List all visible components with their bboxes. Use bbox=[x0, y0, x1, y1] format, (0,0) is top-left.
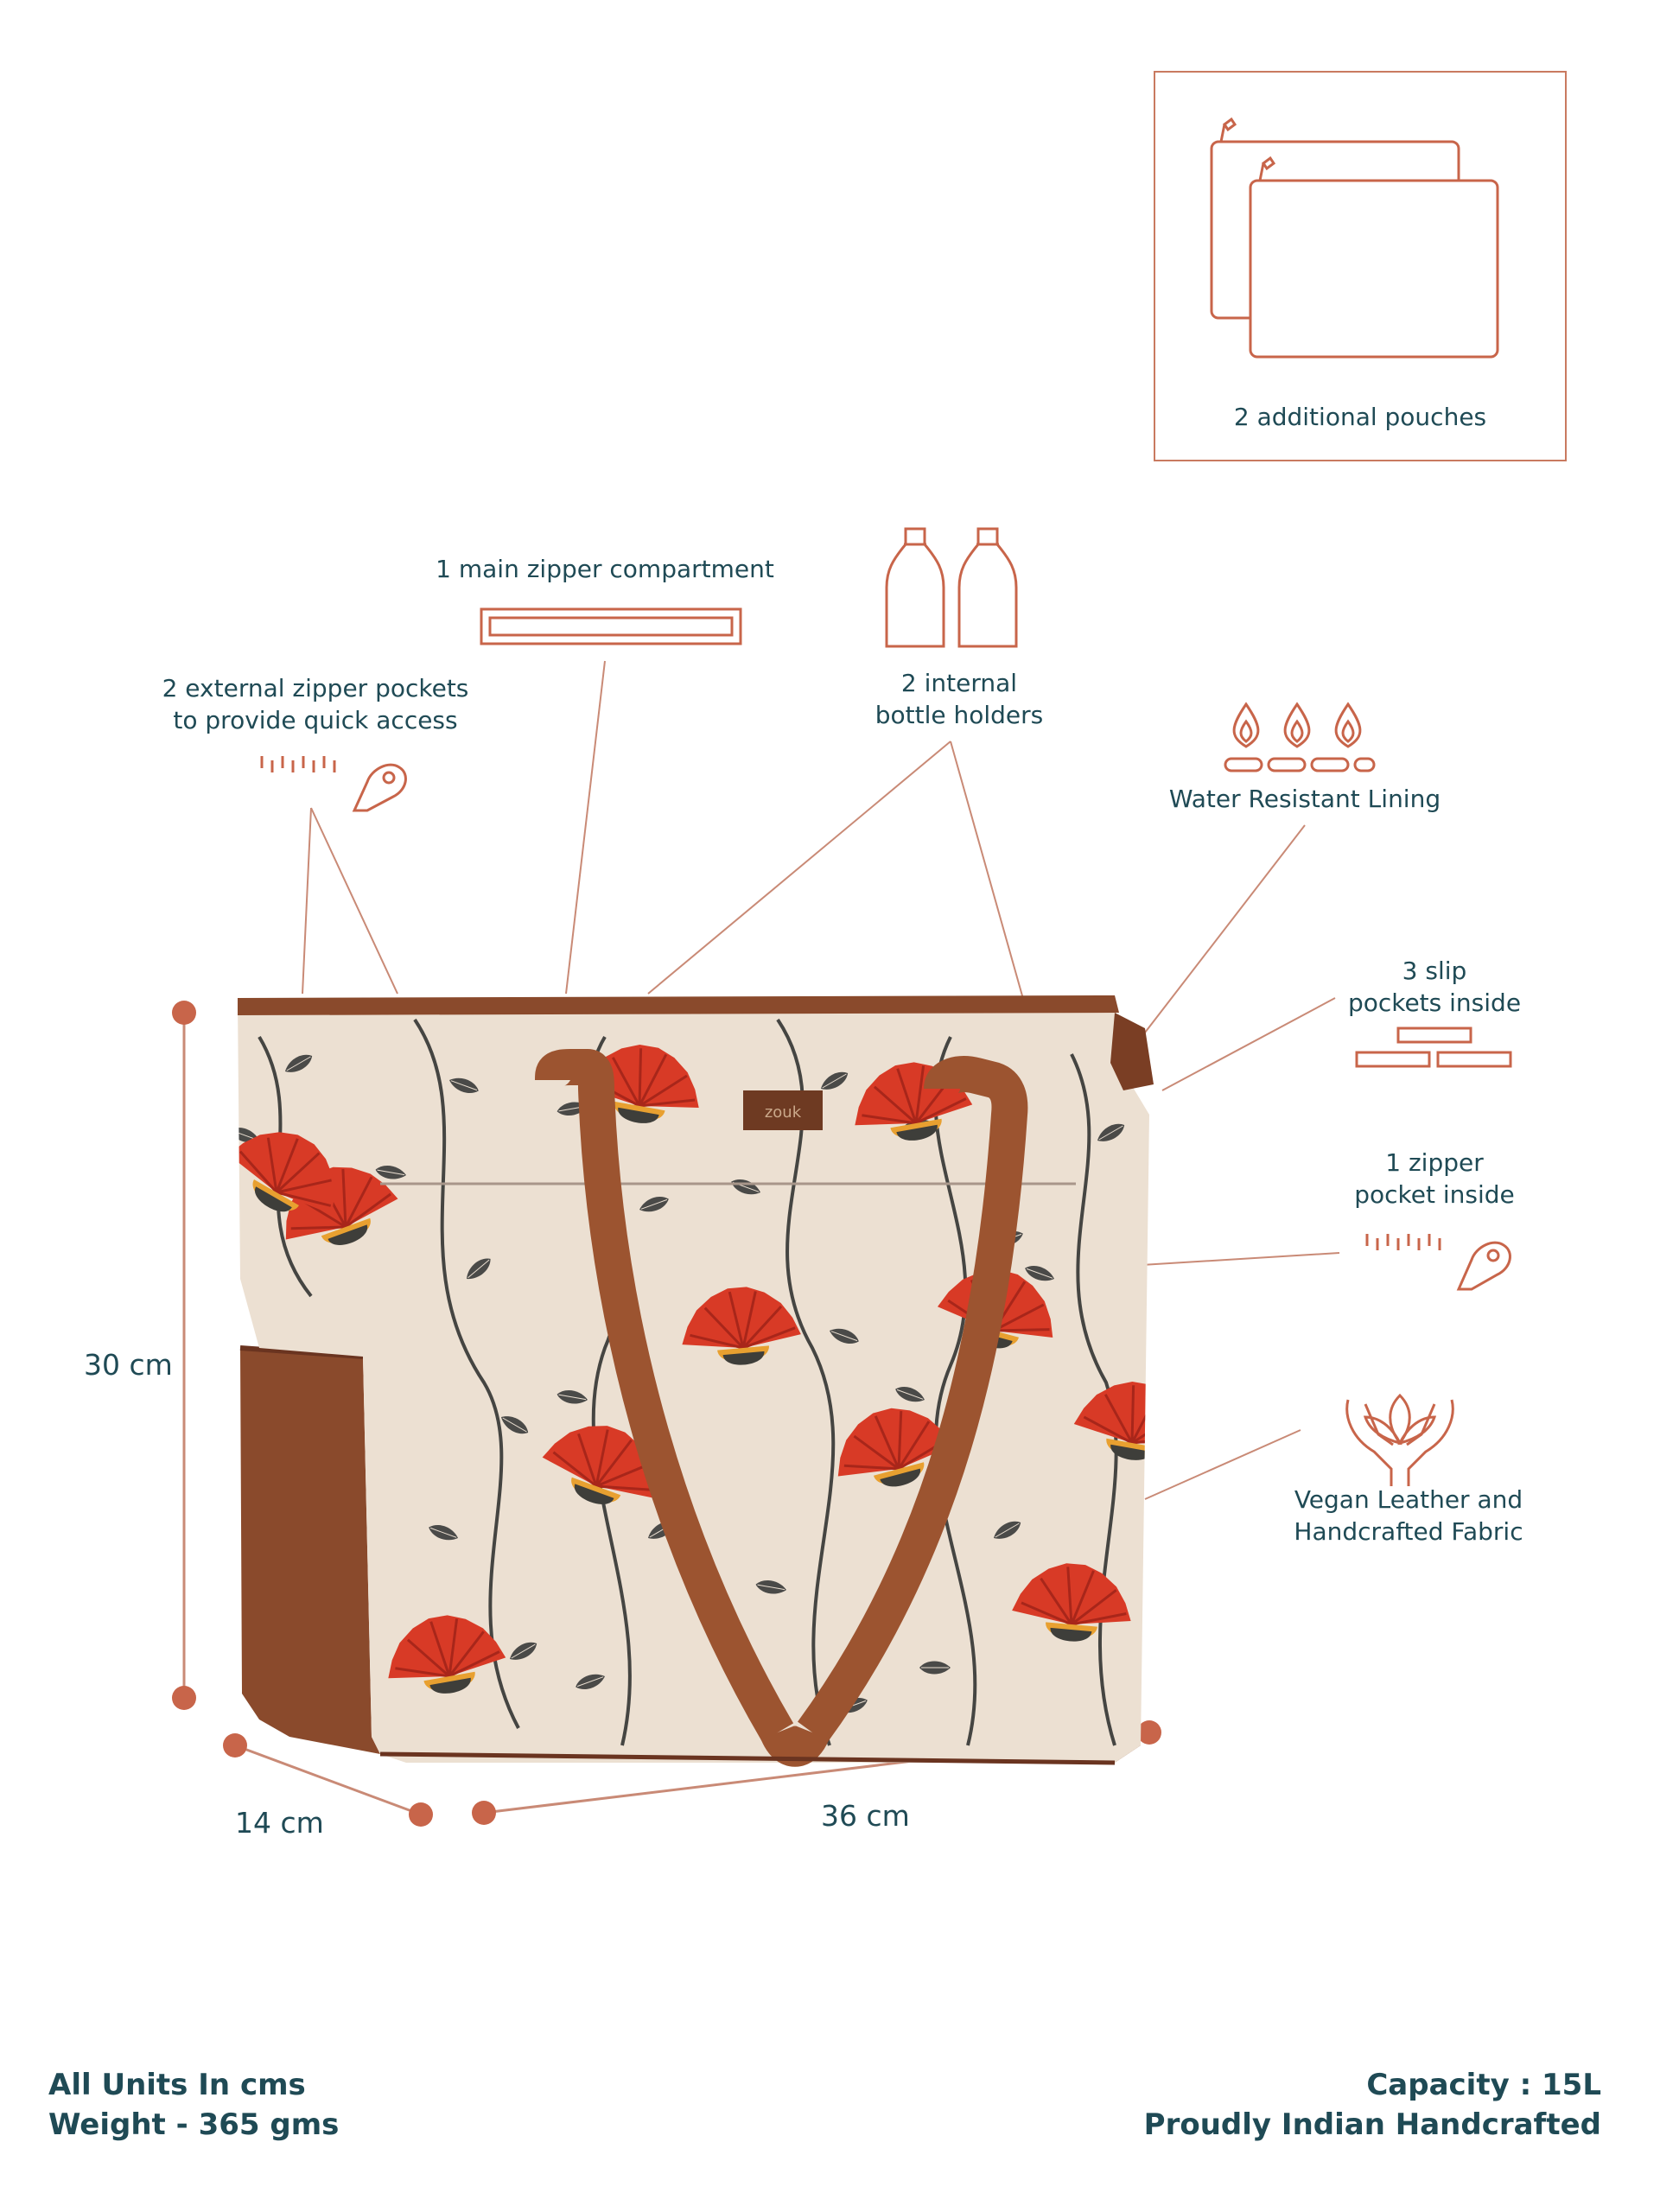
zipper-compartment-icon bbox=[480, 607, 742, 645]
zipper-pocket-label-2: pocket inside bbox=[1354, 1180, 1515, 1209]
main-compartment-label: 1 main zipper compartment bbox=[436, 555, 774, 583]
slip-pockets-label-1: 3 slip bbox=[1402, 957, 1467, 985]
zipper-pocket-label-1: 1 zipper bbox=[1385, 1148, 1484, 1177]
bottle-holders-label-1: 2 internal bbox=[900, 669, 1018, 697]
origin-note: Proudly Indian Handcrafted bbox=[1143, 2107, 1601, 2142]
slip-pocket-icon bbox=[1355, 1027, 1512, 1068]
material-label-1: Vegan Leather and bbox=[1294, 1485, 1523, 1514]
depth-dimension: 14 cm bbox=[235, 1806, 324, 1840]
slip-pockets-label-2: pockets inside bbox=[1347, 988, 1522, 1017]
pouch-icon bbox=[1210, 117, 1499, 359]
material-label-2: Handcrafted Fabric bbox=[1294, 1517, 1523, 1546]
external-pockets-label-2: to provide quick access bbox=[173, 706, 458, 734]
width-dimension: 36 cm bbox=[821, 1799, 910, 1833]
dimension-markers bbox=[172, 1001, 1161, 1827]
units-note: All Units In cms bbox=[48, 2068, 306, 2102]
pouches-label: 2 additional pouches bbox=[1233, 403, 1487, 431]
hands-leaf-icon bbox=[1345, 1393, 1454, 1486]
bottle-holders-label-2: bottle holders bbox=[875, 701, 1044, 729]
water-drop-icon bbox=[1224, 702, 1376, 772]
zipper-pull-icon bbox=[260, 756, 407, 812]
bottle-icon bbox=[885, 527, 1018, 648]
capacity-note: Capacity : 15L bbox=[1366, 2068, 1601, 2102]
lining-label: Water Resistant Lining bbox=[1168, 785, 1441, 813]
brand-tag: zouk bbox=[765, 1103, 802, 1122]
weight-note: Weight - 365 gms bbox=[48, 2107, 340, 2142]
height-dimension: 30 cm bbox=[84, 1348, 173, 1382]
zipper-pull-icon bbox=[1365, 1234, 1511, 1291]
leader-lines bbox=[302, 660, 1340, 1500]
tote-bag: zouk bbox=[238, 995, 1154, 1767]
pouches-panel: 2 additional pouches bbox=[1154, 71, 1567, 461]
external-pockets-label-1: 2 external zipper pockets bbox=[162, 674, 469, 702]
